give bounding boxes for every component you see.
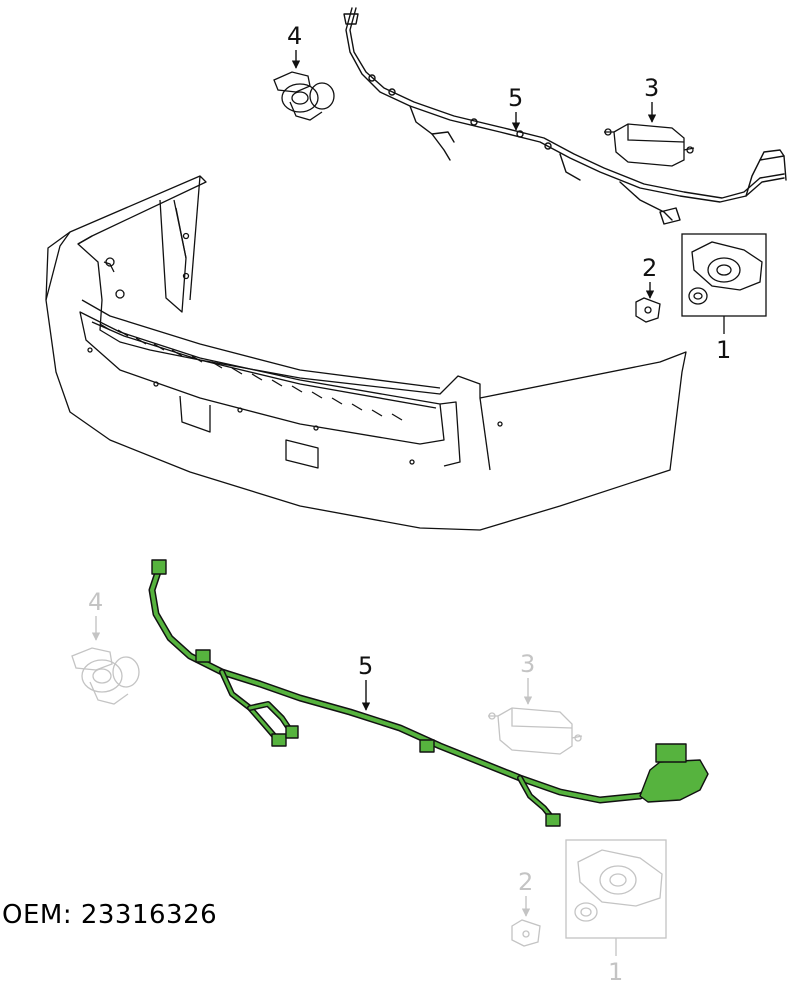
callout-1-faded: 1 bbox=[608, 958, 623, 986]
part-4-sensor-retainer-faded bbox=[71, 647, 140, 705]
part-1-sensor-box-top bbox=[681, 233, 767, 334]
part-3-module-faded bbox=[488, 707, 583, 755]
callout-2-faded: 2 bbox=[518, 868, 533, 896]
bottom-callouts: 4 5 3 2 1 bbox=[88, 588, 623, 986]
bottom-diagram: 4 5 3 2 1 bbox=[71, 559, 709, 986]
top-diagram: 4 5 3 2 1 bbox=[45, 7, 787, 531]
callout-3-top: 3 bbox=[644, 74, 659, 102]
callout-4-faded: 4 bbox=[88, 588, 103, 616]
part-2-clip-faded bbox=[511, 919, 541, 947]
callout-1-top: 1 bbox=[716, 336, 731, 364]
part-4-sensor-retainer-top bbox=[273, 71, 335, 121]
callout-2-top: 2 bbox=[642, 254, 657, 282]
callout-3-faded: 3 bbox=[520, 650, 535, 678]
part-2-clip-top bbox=[635, 297, 661, 323]
rear-bumper-illustration bbox=[45, 175, 687, 531]
top-callouts: 4 5 3 2 1 bbox=[287, 22, 731, 364]
callout-4-top: 4 bbox=[287, 22, 302, 50]
part-5-wiring-harness-top bbox=[343, 7, 787, 225]
part-5-wiring-harness-highlighted bbox=[148, 559, 709, 827]
callout-5-bottom: 5 bbox=[358, 652, 373, 680]
oem-part-number: OEM: 23316326 bbox=[2, 900, 218, 930]
part-3-module-top bbox=[604, 123, 695, 167]
part-1-sensor-box-faded bbox=[565, 839, 667, 956]
callout-5-top: 5 bbox=[508, 84, 523, 112]
